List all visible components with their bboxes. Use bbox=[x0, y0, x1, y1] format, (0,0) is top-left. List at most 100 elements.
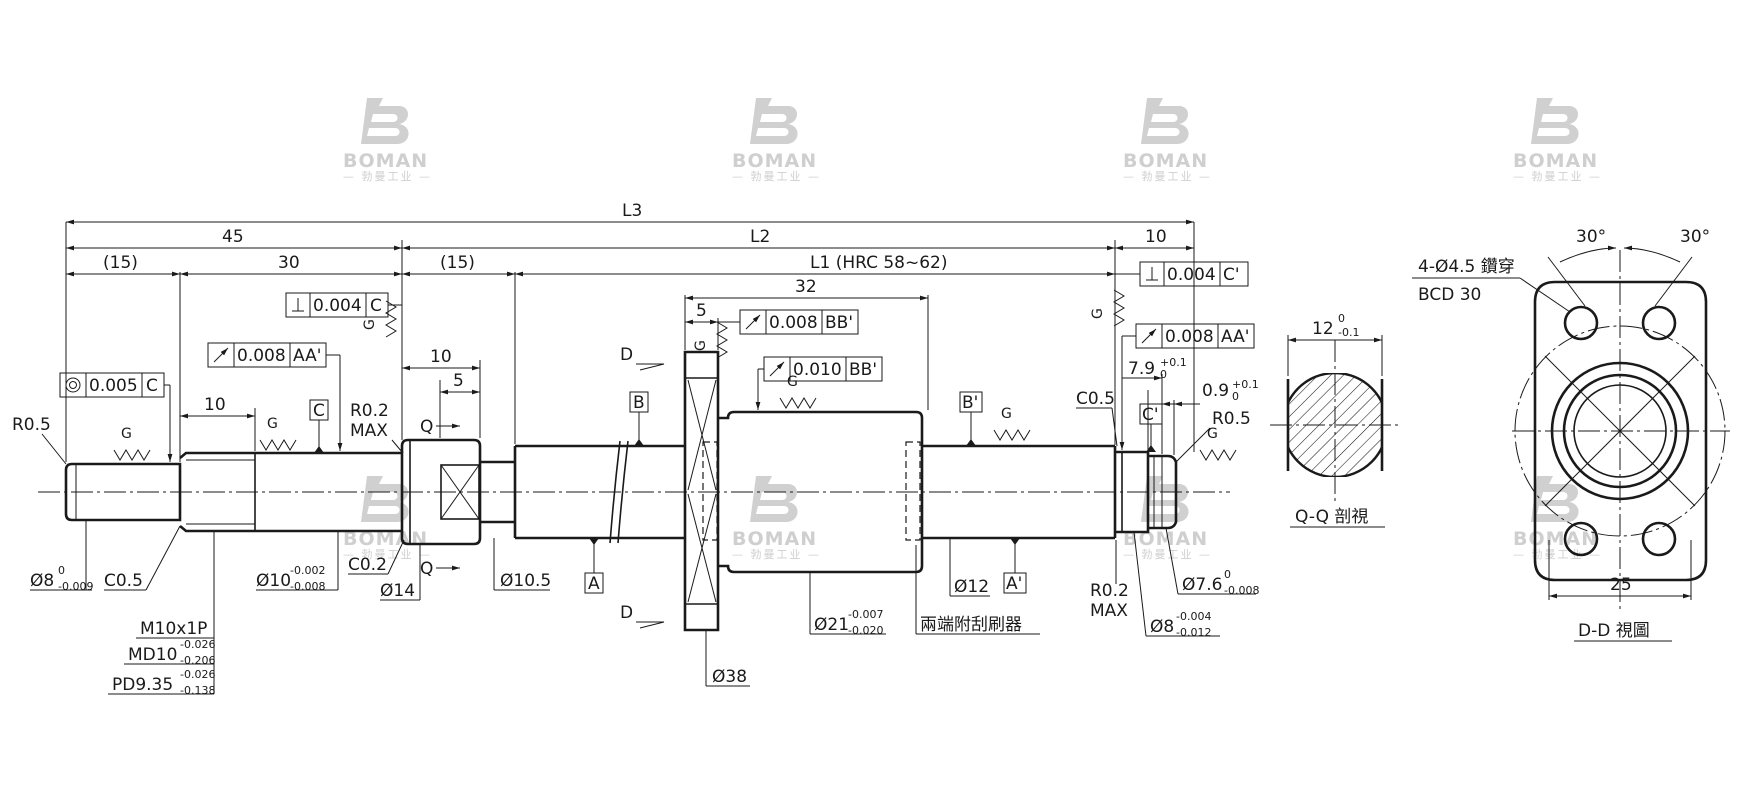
svg-text:Ø12: Ø12 bbox=[954, 577, 989, 597]
watermark-brand: BOMAN bbox=[1123, 150, 1208, 172]
svg-text:Ø8: Ø8 bbox=[30, 571, 54, 591]
svg-text:A: A bbox=[588, 574, 600, 594]
svg-text:-0.008: -0.008 bbox=[290, 580, 325, 593]
svg-text:BCD 30: BCD 30 bbox=[1418, 285, 1481, 305]
svg-text:0: 0 bbox=[1338, 312, 1345, 325]
watermark-1: BOMAN — 勃曼工业 — bbox=[343, 98, 432, 183]
watermark-sub: — 勃曼工业 — bbox=[732, 170, 821, 183]
section-markers: Q Q D D bbox=[420, 345, 665, 629]
svg-text:AA': AA' bbox=[1221, 327, 1249, 347]
svg-text:0.004: 0.004 bbox=[313, 296, 362, 316]
gdt-perp-right: 0.004 C' bbox=[1115, 261, 1249, 287]
dim-10-right: 10 bbox=[1145, 227, 1167, 247]
watermark-brand: BOMAN bbox=[1123, 528, 1208, 550]
dim-15-left: (15) bbox=[103, 253, 138, 273]
svg-text:R0.5: R0.5 bbox=[12, 415, 51, 435]
svg-text:C': C' bbox=[1223, 265, 1240, 285]
svg-text:Ø14: Ø14 bbox=[380, 581, 415, 601]
svg-text:-0.004: -0.004 bbox=[1176, 610, 1211, 623]
watermark-8: BOMAN — 勃曼工业 — bbox=[1513, 476, 1600, 561]
watermark-sub: — 勃曼工业 — bbox=[1123, 170, 1212, 183]
watermark-3: BOMAN — 勃曼工业 — bbox=[1123, 98, 1212, 183]
dim-30: 30 bbox=[278, 253, 300, 273]
svg-text:-0.1: -0.1 bbox=[1338, 326, 1359, 339]
svg-text:B': B' bbox=[962, 393, 978, 413]
dim-L1: L1 (HRC 58~62) bbox=[810, 253, 948, 273]
gdt-runout-right: 0.008 AA' bbox=[1119, 323, 1255, 450]
svg-text:G: G bbox=[787, 374, 798, 390]
svg-text:-0.009: -0.009 bbox=[58, 580, 93, 593]
svg-text:BB': BB' bbox=[849, 360, 877, 380]
gdt-runout-nut: 0.010 BB' bbox=[755, 356, 883, 410]
svg-text:MAX: MAX bbox=[350, 421, 388, 441]
dimension-texts-top: L3 45 L2 10 (15) 30 (15) L1 (HRC 58~62) … bbox=[103, 201, 1167, 415]
watermark-6: BOMAN — 勃曼工业 — bbox=[732, 476, 819, 561]
svg-text:Q-Q 剖視: Q-Q 剖視 bbox=[1295, 507, 1368, 527]
labels-left: R0.5 Ø8 0 -0.009 C0.5 Ø10 -0.002 -0.008 … bbox=[12, 401, 750, 697]
svg-text:0.004: 0.004 bbox=[1167, 265, 1216, 285]
svg-text:Ø10: Ø10 bbox=[256, 571, 291, 591]
svg-text:G: G bbox=[1090, 308, 1106, 319]
svg-text:Ø21: Ø21 bbox=[814, 615, 849, 635]
watermark-brand: BOMAN bbox=[732, 528, 817, 550]
svg-text:-0.002: -0.002 bbox=[290, 564, 325, 577]
gdt-runout-left: 0.008 AA' bbox=[207, 342, 343, 451]
svg-text:BB': BB' bbox=[825, 313, 853, 333]
watermark-brand: BOMAN bbox=[1513, 528, 1598, 550]
watermark-2: BOMAN — 勃曼工业 — bbox=[732, 98, 821, 183]
svg-text:C: C bbox=[370, 296, 382, 316]
svg-text:Ø10.5: Ø10.5 bbox=[500, 571, 551, 591]
dim-L2: L2 bbox=[750, 227, 770, 247]
dim-10-thread: 10 bbox=[204, 395, 226, 415]
svg-text:+0.1: +0.1 bbox=[1160, 356, 1187, 369]
svg-text:Q: Q bbox=[420, 559, 433, 579]
labels-right: Ø21 -0.007 -0.020 兩端附刮刷器 Ø12 C0.5 R0.5 R… bbox=[809, 356, 1259, 639]
watermark-4: BOMAN — 勃曼工业 — bbox=[1513, 98, 1602, 183]
svg-text:G: G bbox=[362, 319, 378, 330]
watermark-sub: — 勃曼工业 — bbox=[1513, 170, 1602, 183]
dimension-lines-top bbox=[65, 219, 1195, 462]
dim-15-mid: (15) bbox=[440, 253, 475, 273]
svg-text:30°: 30° bbox=[1576, 227, 1606, 247]
svg-text:Ø8: Ø8 bbox=[1150, 617, 1174, 637]
svg-text:0.005: 0.005 bbox=[89, 376, 138, 396]
svg-text:7.9: 7.9 bbox=[1128, 359, 1155, 379]
svg-text:+0.1: +0.1 bbox=[1232, 378, 1259, 391]
datum-markers: C B B' C' A A' bbox=[309, 391, 1163, 594]
svg-text:0: 0 bbox=[1224, 568, 1231, 581]
svg-text:Ø7.6: Ø7.6 bbox=[1182, 575, 1222, 595]
svg-text:G: G bbox=[1207, 426, 1218, 442]
svg-text:C: C bbox=[313, 401, 325, 421]
svg-text:4-Ø4.5 鑽穿: 4-Ø4.5 鑽穿 bbox=[1418, 257, 1515, 277]
watermark-brand: BOMAN bbox=[1513, 150, 1598, 172]
svg-text:0.010: 0.010 bbox=[793, 360, 842, 380]
svg-text:D: D bbox=[620, 603, 633, 623]
svg-text:PD9.35: PD9.35 bbox=[112, 675, 173, 695]
svg-text:C0.5: C0.5 bbox=[104, 571, 143, 591]
svg-text:A': A' bbox=[1006, 574, 1022, 594]
svg-text:-0.020: -0.020 bbox=[848, 624, 883, 637]
svg-text:0.008: 0.008 bbox=[237, 346, 286, 366]
watermark-sub: — 勃曼工业 — bbox=[343, 170, 432, 183]
svg-text:兩端附刮刷器: 兩端附刮刷器 bbox=[920, 615, 1022, 635]
surface-finish-marks: G G G G G G G G bbox=[113, 289, 1237, 461]
shaft-outline bbox=[64, 350, 1178, 632]
svg-text:MD10: MD10 bbox=[128, 645, 177, 665]
svg-text:-0.012: -0.012 bbox=[1176, 626, 1211, 639]
svg-text:AA': AA' bbox=[293, 346, 321, 366]
svg-text:R0.2: R0.2 bbox=[1090, 581, 1129, 601]
svg-text:G: G bbox=[267, 416, 278, 432]
dim-L3: L3 bbox=[622, 201, 642, 221]
svg-text:0: 0 bbox=[58, 564, 65, 577]
svg-text:B: B bbox=[633, 393, 645, 413]
watermark-5: BOMAN — 勃曼工业 — bbox=[343, 476, 430, 561]
svg-text:MAX: MAX bbox=[1090, 601, 1128, 621]
svg-text:R0.5: R0.5 bbox=[1212, 409, 1251, 429]
svg-text:D: D bbox=[620, 345, 633, 365]
svg-text:-0.008: -0.008 bbox=[1224, 584, 1259, 597]
svg-text:0.008: 0.008 bbox=[769, 313, 818, 333]
svg-text:D-D 視圖: D-D 視圖 bbox=[1578, 621, 1650, 641]
svg-text:C': C' bbox=[1142, 405, 1159, 425]
svg-text:C0.2: C0.2 bbox=[348, 555, 387, 575]
